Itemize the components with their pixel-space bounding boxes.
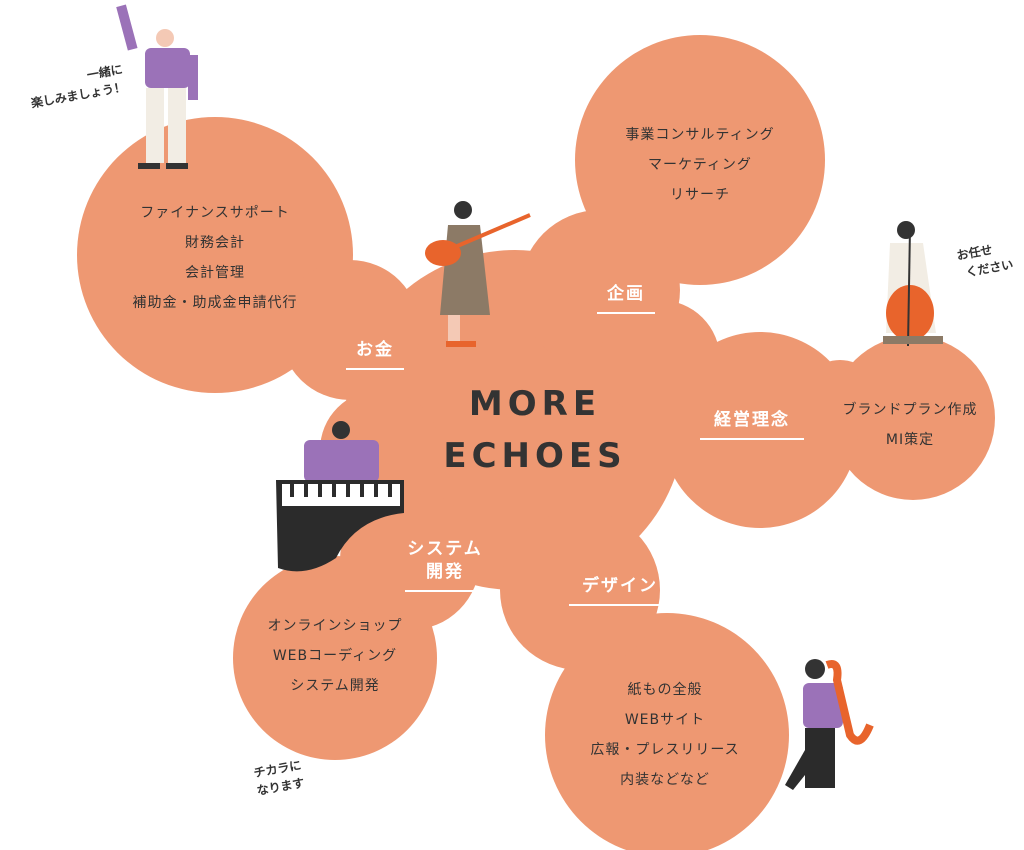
saxophonist-illustration (785, 659, 874, 790)
money-items: ファイナンスサポート財務会計会計管理補助金・助成金申請代行 (132, 205, 298, 311)
label-philosophy: 経営理念 (700, 408, 804, 440)
dancer-illustration (116, 4, 198, 169)
guitarist-illustration (425, 201, 531, 347)
cellist-illustration (883, 221, 943, 347)
label-design: デザイン (569, 574, 671, 606)
label-system: システム開発 (405, 538, 485, 592)
label-planning: 企画 (597, 282, 655, 314)
planning-items: 事業コンサルティングマーケティングリサーチ (625, 127, 775, 203)
pianist-illustration (276, 421, 404, 572)
label-money: お金 (346, 338, 404, 370)
